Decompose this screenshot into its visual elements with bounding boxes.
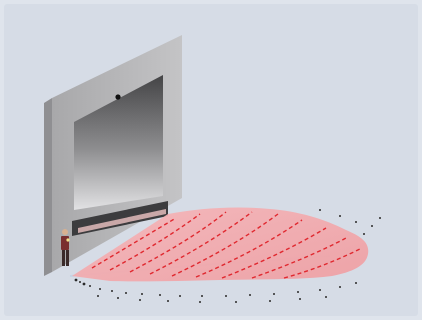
camera-dot bbox=[115, 94, 120, 99]
wall-side bbox=[44, 98, 52, 276]
